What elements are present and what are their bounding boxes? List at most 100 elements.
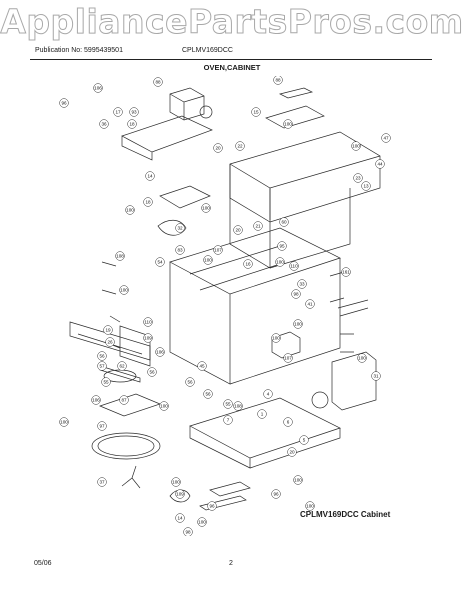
part-callout: 16 [243, 259, 253, 269]
part-callout: 100 [351, 141, 361, 151]
footer-date: 05/06 [34, 560, 52, 567]
callout-number: 14 [147, 174, 153, 179]
callout-number: 17 [115, 110, 121, 115]
callout-number: 100 [352, 144, 360, 149]
callout-bubble [143, 333, 153, 343]
callout-bubble [275, 257, 285, 267]
callout-number: 100 [126, 208, 134, 213]
callout-bubble [175, 245, 185, 255]
part-callout: 56 [147, 367, 157, 377]
callout-number: 95 [279, 244, 285, 249]
callout-number: 93 [131, 110, 137, 115]
callout-bubble [201, 203, 211, 213]
callout-number: 100 [294, 322, 302, 327]
callout-bubble [235, 141, 245, 151]
callout-number: 100 [294, 478, 302, 483]
callout-bubble [143, 317, 153, 327]
part-callout: 57 [97, 361, 107, 371]
callout-number: 100 [358, 356, 366, 361]
part-callout: 33 [297, 279, 307, 289]
part-callout: 100 [201, 203, 211, 213]
diagram-caption: CPLMV169DCC Cabinet [300, 510, 391, 519]
part-callout: 87 [119, 395, 129, 405]
callout-number: 96 [61, 101, 67, 106]
callout-bubble [341, 267, 351, 277]
part-callout: 96 [59, 98, 69, 108]
callout-bubble [115, 251, 125, 261]
callout-number: 96 [209, 504, 215, 509]
callout-number: 20 [289, 450, 295, 455]
callout-number: 56 [205, 392, 211, 397]
callout-number: 110 [144, 320, 152, 325]
callout-bubble [289, 261, 299, 271]
callout-number: 18 [145, 200, 151, 205]
part-callout: 19 [103, 325, 113, 335]
callout-bubble [297, 279, 307, 289]
part-callout: 108 [233, 401, 243, 411]
callout-number: 109 [144, 336, 152, 341]
callout-bubble [145, 171, 155, 181]
callout-number: 83 [177, 248, 183, 253]
callout-bubble [93, 83, 103, 93]
callout-bubble [103, 325, 113, 335]
callout-number: 6 [287, 420, 290, 425]
callout-bubble [283, 119, 293, 129]
callout-bubble [99, 119, 109, 129]
callout-number: 108 [116, 254, 124, 259]
callout-bubble [263, 389, 273, 399]
callout-bubble [197, 361, 207, 371]
part-callout: 41 [305, 299, 315, 309]
callout-number: 37 [99, 480, 105, 485]
callout-bubble [127, 119, 137, 129]
callout-number: 106 [156, 350, 164, 355]
callout-number: 31 [373, 374, 379, 379]
callout-bubble [155, 347, 165, 357]
callout-bubble [283, 353, 293, 363]
callout-bubble [203, 255, 213, 265]
part-callout: 15 [251, 107, 261, 117]
part-callout: 5 [299, 435, 309, 445]
callout-bubble [357, 353, 367, 363]
callout-number: 55 [103, 380, 109, 385]
callout-bubble [147, 367, 157, 377]
part-callout: 20 [233, 225, 243, 235]
part-callout: 60 [279, 217, 289, 227]
callout-bubble [283, 417, 293, 427]
part-callout: 106 [91, 395, 101, 405]
callout-number: 161 [342, 270, 350, 275]
header-rule [30, 59, 432, 60]
part-callout: 110 [289, 261, 299, 271]
part-callout: 20 [213, 143, 223, 153]
part-callout: 100 [305, 501, 315, 511]
callout-bubble [129, 107, 139, 117]
callout-number: 88 [155, 80, 161, 85]
callout-bubble [243, 259, 253, 269]
callout-number: 98 [185, 530, 191, 535]
callout-bubble [125, 205, 135, 215]
callout-bubble [279, 217, 289, 227]
callout-number: 100 [204, 258, 212, 263]
callout-number: 33 [299, 282, 305, 287]
callout-bubble [117, 361, 127, 371]
callout-number: 32 [177, 226, 183, 231]
callout-number: 98 [293, 292, 299, 297]
callout-number: 60 [281, 220, 287, 225]
callout-number: 1 [261, 412, 264, 417]
callout-bubble [119, 395, 129, 405]
callout-bubble [143, 197, 153, 207]
callout-bubble [381, 133, 391, 143]
callout-number: 106 [94, 86, 102, 91]
callout-bubble [375, 159, 385, 169]
part-callout: 100 [125, 205, 135, 215]
callout-number: 36 [101, 122, 107, 127]
callout-number: 47 [383, 136, 389, 141]
part-callout: 100 [275, 257, 285, 267]
callout-bubble [223, 415, 233, 425]
callout-number: 88 [275, 78, 281, 83]
callout-number: 44 [377, 162, 383, 167]
callout-bubble [305, 501, 315, 511]
callout-bubble [253, 221, 263, 231]
part-callout: 95 [277, 241, 287, 251]
part-callout: 100 [159, 401, 169, 411]
